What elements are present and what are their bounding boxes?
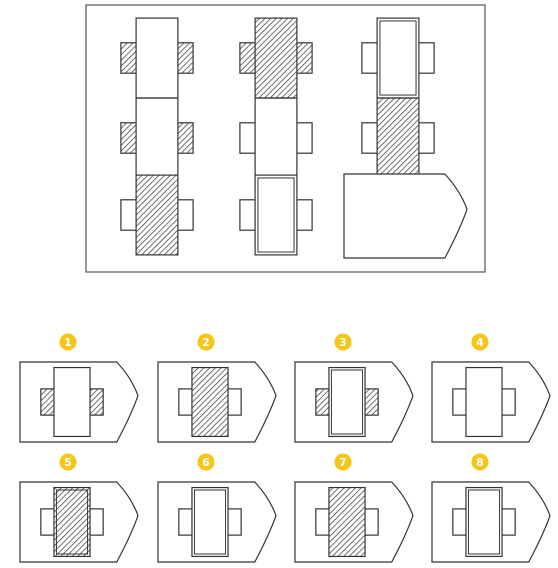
cross-vertical-bar [254, 97, 298, 179]
cross-vertical-bar [376, 17, 420, 99]
option-number: 8 [476, 456, 484, 469]
option-cross [315, 366, 379, 438]
option-number-badge: 1 [59, 333, 77, 351]
option-5[interactable]: 5 [19, 453, 139, 563]
option-number-badge: 5 [59, 453, 77, 471]
option-number: 5 [64, 456, 72, 469]
option-cross [178, 366, 242, 438]
option-8[interactable]: 8 [431, 453, 551, 563]
option-number: 1 [64, 336, 72, 349]
cross-vertical-bar [328, 486, 366, 558]
option-number-badge: 8 [471, 453, 489, 471]
badge-circle [197, 453, 215, 471]
matrix-frame [85, 4, 486, 273]
matrix-grid [120, 17, 468, 259]
option-number-badge: 2 [197, 333, 215, 351]
option-cross [40, 366, 104, 438]
cross-vertical-bar [465, 366, 503, 438]
badge-circle [334, 333, 352, 351]
option-number-badge: 3 [334, 333, 352, 351]
badge-circle [59, 453, 77, 471]
option-cross [40, 486, 104, 558]
cross-vertical-bar [191, 366, 229, 438]
option-4[interactable]: 4 [431, 333, 551, 443]
matrix-cell-5 [239, 97, 313, 179]
missing-cell-frame [343, 173, 468, 259]
option-cross [178, 486, 242, 558]
option-number: 2 [202, 336, 210, 349]
matrix-cell-4 [120, 97, 194, 179]
cross-inner-border [257, 177, 295, 253]
option-cross [452, 366, 516, 438]
cross-vertical-bar [376, 97, 420, 179]
answer-options: 1 2 3 4 5 6 7 8 [19, 333, 551, 563]
cross-vertical-bar [135, 97, 179, 179]
badge-circle [471, 453, 489, 471]
cross-inner-border [55, 489, 89, 555]
badge-circle [59, 333, 77, 351]
option-cross [452, 486, 516, 558]
cross-vertical-bar [328, 366, 366, 438]
cross-inner-border [330, 369, 364, 435]
option-1[interactable]: 1 [19, 333, 139, 443]
cross-vertical-bar [254, 17, 298, 99]
badge-circle [471, 333, 489, 351]
badge-circle [197, 333, 215, 351]
matrix-cell-1 [120, 17, 194, 99]
option-number: 6 [202, 456, 210, 469]
matrix-cell-8 [239, 174, 313, 256]
cross-vertical-bar [135, 17, 179, 99]
option-7[interactable]: 7 [294, 453, 414, 563]
badge-circle [334, 453, 352, 471]
option-number-badge: 4 [471, 333, 489, 351]
cross-inner-border [379, 20, 417, 96]
cross-vertical-bar [254, 174, 298, 256]
option-2[interactable]: 2 [157, 333, 277, 443]
cross-inner-border [193, 489, 227, 555]
option-6[interactable]: 6 [157, 453, 277, 563]
matrix-cell-3 [361, 17, 435, 99]
option-number: 3 [339, 336, 347, 349]
cross-vertical-bar [191, 486, 229, 558]
cross-inner-border [467, 489, 501, 555]
option-number-badge: 7 [334, 453, 352, 471]
option-cross [315, 486, 379, 558]
option-number: 7 [339, 456, 347, 469]
cross-vertical-bar [465, 486, 503, 558]
cross-vertical-bar [53, 486, 91, 558]
option-number-badge: 6 [197, 453, 215, 471]
cross-vertical-bar [135, 174, 179, 256]
matrix-cell-2 [239, 17, 313, 99]
option-number: 4 [476, 336, 484, 349]
matrix-cell-7 [120, 174, 194, 256]
cross-vertical-bar [53, 366, 91, 438]
option-3[interactable]: 3 [294, 333, 414, 443]
matrix-cell-6 [361, 97, 435, 179]
